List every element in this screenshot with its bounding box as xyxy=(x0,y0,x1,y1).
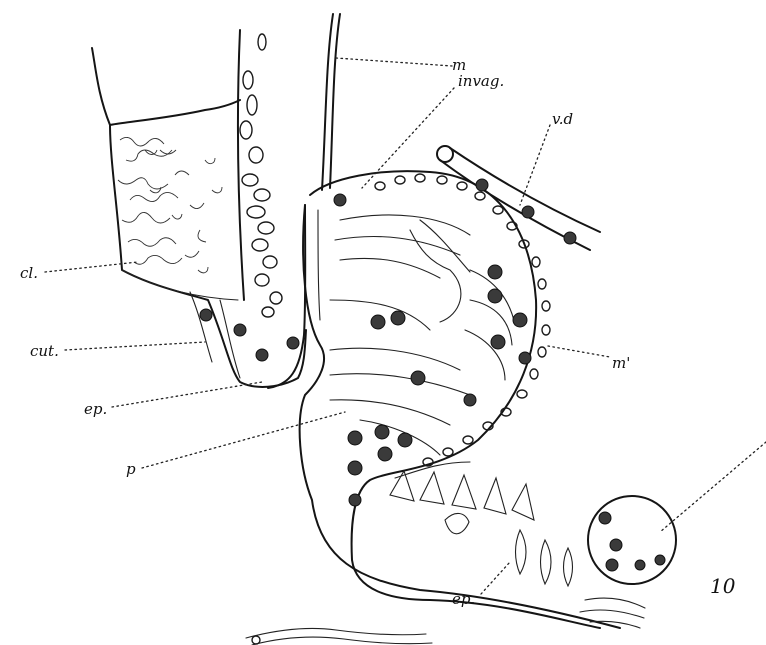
figure-number: 10 xyxy=(710,574,736,598)
bottom-fragment xyxy=(246,628,432,645)
nucleus xyxy=(200,309,212,321)
nucleus xyxy=(234,324,246,336)
label-p: p xyxy=(126,460,136,478)
nucleus xyxy=(287,337,299,349)
vas-deferens xyxy=(437,146,600,250)
muscle-strand-m xyxy=(268,14,340,388)
cell-column xyxy=(238,30,282,317)
cuticle-texture xyxy=(118,137,222,272)
nucleus xyxy=(256,349,268,361)
label-m-prime: m' xyxy=(612,354,630,372)
label-invag: invag. xyxy=(458,72,504,90)
label-ep-lower: ep. xyxy=(452,590,475,608)
label-vd: v.d xyxy=(552,110,573,128)
label-cut: cut. xyxy=(30,342,59,360)
cuticle-block xyxy=(92,48,306,387)
label-ep-upper: ep. xyxy=(84,400,107,418)
label-cl: cl. xyxy=(20,264,38,282)
round-cell-body xyxy=(588,496,676,584)
